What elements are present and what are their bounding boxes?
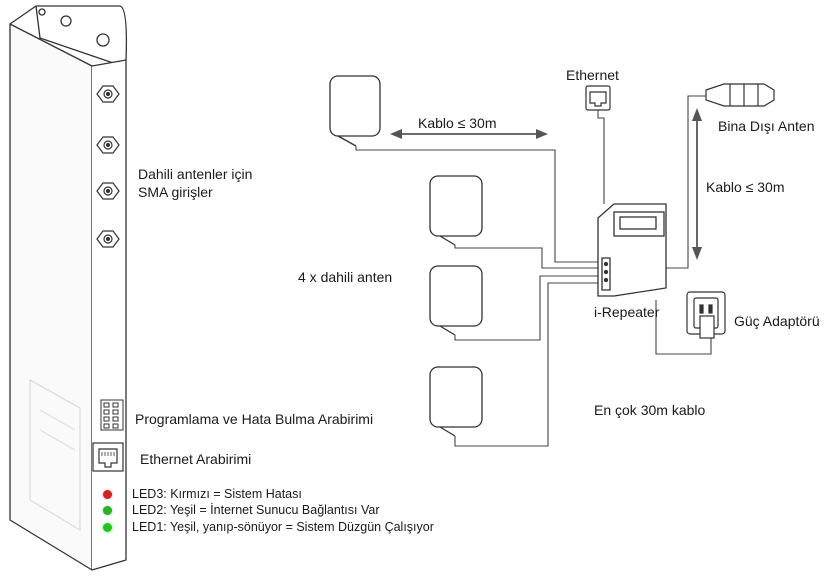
ethernet-label: Ethernet [566, 67, 619, 83]
outdoor-antenna-icon [705, 83, 775, 107]
ethernet-socket-icon [585, 85, 611, 111]
led2-green-icon [103, 505, 112, 515]
cable-length-right-label: Kablo ≤ 30m [706, 179, 785, 195]
repeater-icon [597, 203, 667, 297]
internal-antennas-label: 4 x dahili anten [298, 269, 393, 285]
dimension-arrow [692, 108, 702, 260]
ethernet-port-icon [92, 442, 124, 472]
antenna-icon [329, 75, 381, 147]
led2-label: LED2: Yeşil = İnternet Sunucu Bağlantısı… [132, 503, 380, 517]
sma-inputs-label-line2: SMA girişler [138, 184, 213, 200]
led3-label: LED3: Kırmızı = Sistem Hatası [132, 487, 302, 501]
cable-lines [355, 95, 712, 447]
max-cable-label: En çok 30m kablo [594, 402, 706, 418]
led1-label: LED1: Yeşil, yanıp-sönüyor = Sistem Düzg… [132, 520, 434, 534]
led2-row: LED2: Yeşil = İnternet Sunucu Bağlantısı… [103, 502, 380, 518]
led3-red-icon [103, 489, 112, 499]
programming-interface-label: Programlama ve Hata Bulma Arabirimi [135, 411, 374, 427]
antenna-icon [429, 366, 483, 437]
cable-length-top-label: Kablo ≤ 30m [418, 115, 497, 131]
dimension-arrow [390, 129, 548, 139]
led1-green-blinking-icon [103, 522, 112, 532]
antenna-icon [429, 265, 483, 336]
ethernet-interface-label: Ethernet Arabirimi [140, 451, 252, 467]
led3-row: LED3: Kırmızı = Sistem Hatası [103, 486, 302, 502]
sma-inputs-label: Dahili antenler için SMA girişler [138, 165, 252, 201]
sma-inputs-label-line1: Dahili antenler için [138, 166, 253, 182]
antenna-icon [429, 175, 483, 246]
power-outlet-icon [686, 291, 726, 339]
power-adapter-label: Güç Adaptörü [734, 313, 820, 329]
sma-connector-icon [96, 85, 120, 248]
programming-header-icon [100, 399, 124, 431]
repeater-label: i-Repeater [594, 304, 660, 320]
led1-row: LED1: Yeşil, yanıp-sönüyor = Sistem Düzg… [103, 519, 434, 535]
outdoor-antenna-label: Bina Dışı Anten [718, 118, 815, 134]
